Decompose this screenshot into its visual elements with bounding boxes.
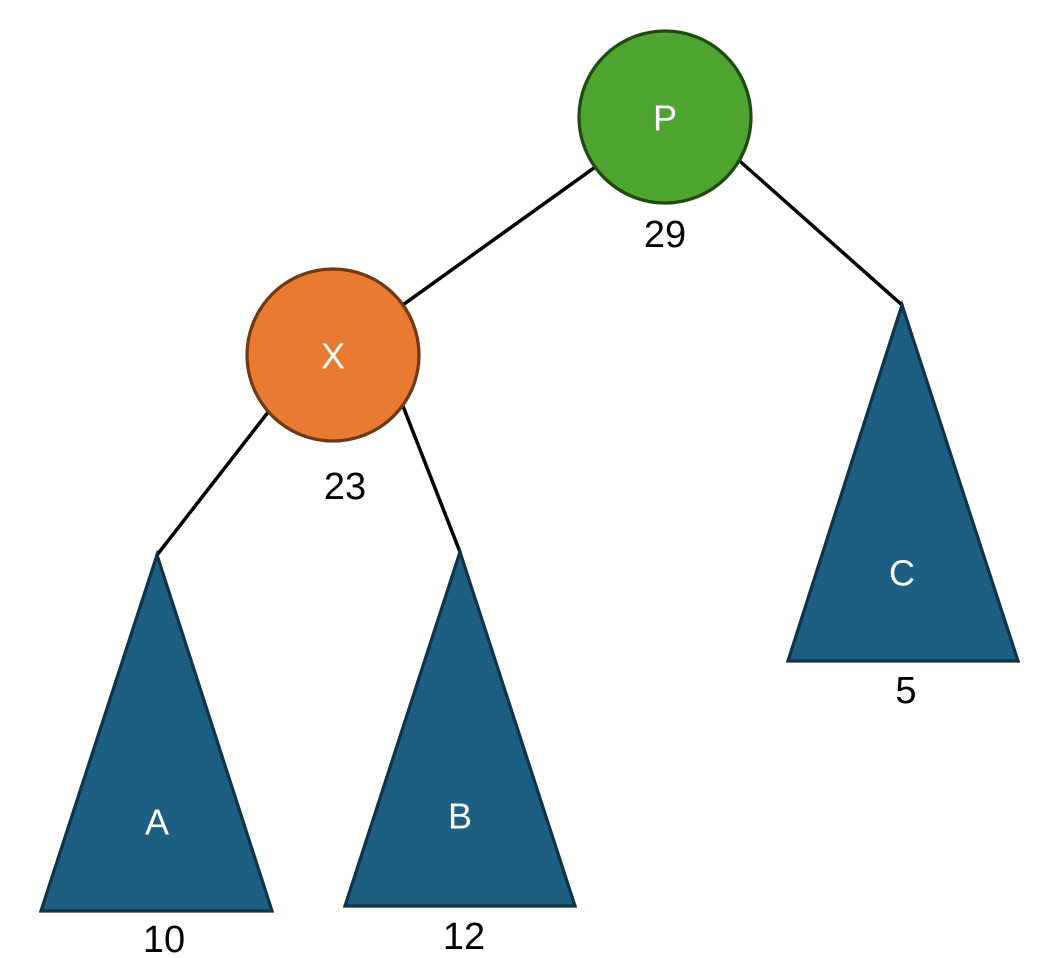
edge-P-C (723, 146, 904, 307)
subtree-B-value: 12 (443, 916, 485, 958)
node-A: A 10 (38, 549, 275, 958)
node-P-value: 29 (644, 214, 686, 256)
node-X-label: X (321, 336, 345, 377)
node-B: B 12 (342, 546, 578, 958)
subtree-C-label: C (889, 553, 915, 594)
subtree-B-label: B (448, 796, 472, 837)
node-P-circle (577, 29, 753, 205)
node-P: P 29 (577, 29, 753, 256)
subtree-C-triangle (785, 299, 1021, 663)
subtree-B-triangle (342, 546, 578, 908)
subtree-A-label: A (145, 802, 169, 843)
edge-X-A (155, 400, 278, 557)
node-X-circle (245, 267, 421, 443)
subtree-A-value: 10 (143, 919, 185, 958)
subtree-C-value: 5 (895, 670, 916, 712)
node-X-value: 23 (324, 466, 366, 508)
subtree-A-triangle (38, 549, 275, 913)
node-P-label: P (653, 98, 677, 139)
node-C: C 5 (785, 299, 1021, 712)
node-X: X 23 (245, 267, 421, 508)
